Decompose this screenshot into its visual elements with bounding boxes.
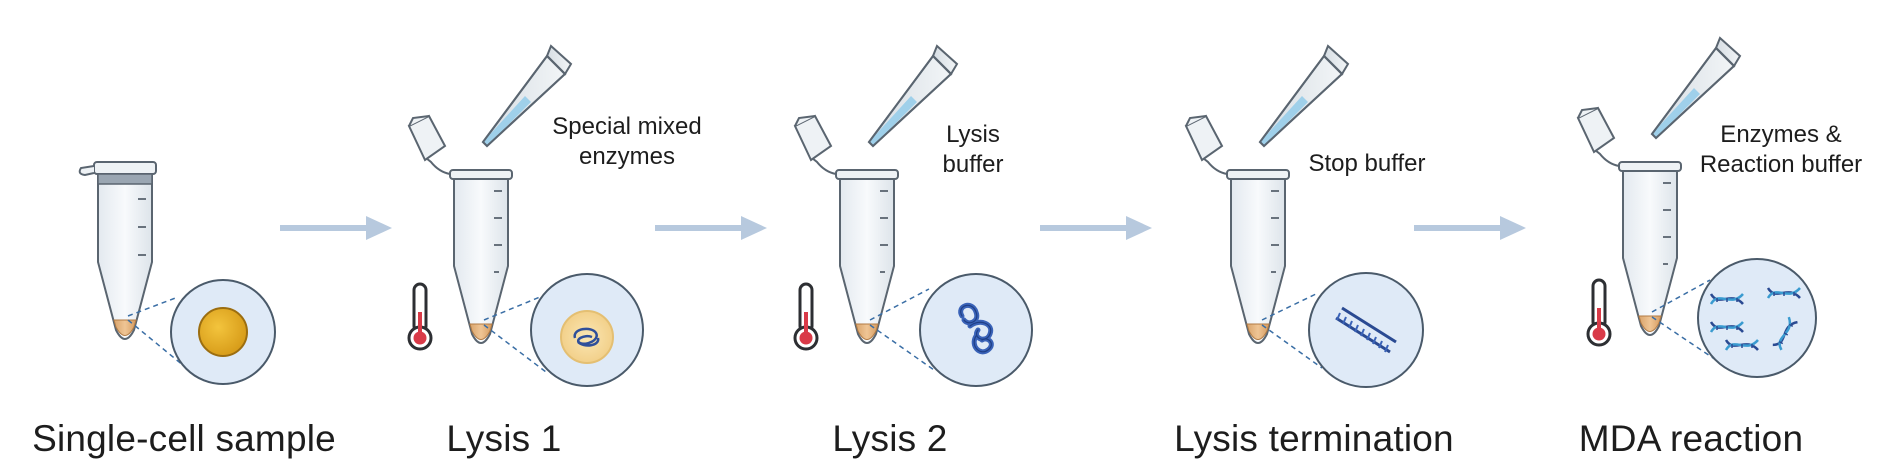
dna-icon [573, 327, 600, 347]
step-lysis-2 [793, 45, 1033, 387]
step-single-cell [78, 161, 276, 385]
dna-icon [1709, 287, 1801, 351]
reagent-line: Stop buffer [1308, 150, 1426, 177]
microtube-icon [1185, 115, 1290, 344]
arrow-icon [655, 216, 767, 240]
thermometer-icon [407, 282, 433, 351]
step-label: Lysis termination [1174, 418, 1454, 459]
reagent-label-mda: Enzymes & Reaction buffer [1700, 120, 1862, 180]
reagent-line: Enzymes & [1720, 121, 1842, 148]
reagent-label-lysis-termination: Stop buffer [1309, 149, 1426, 179]
step-lysis-1 [407, 45, 644, 387]
reagent-line: buffer [942, 151, 1004, 178]
step-label: Single-cell sample [32, 418, 336, 459]
thermometer-icon [793, 282, 819, 351]
reagent-line: enzymes [578, 143, 676, 170]
reagent-line: Reaction buffer [1699, 151, 1863, 178]
step-lysis-termination [1185, 45, 1424, 388]
arrow-icon [280, 216, 392, 240]
step-label: MDA reaction [1578, 418, 1804, 459]
arrow-icon [1040, 216, 1152, 240]
thermometer-icon [1586, 278, 1612, 347]
microtube-icon [78, 161, 157, 340]
cell-icon [198, 307, 248, 357]
reagent-label-lysis-1: Special mixed enzymes [552, 112, 701, 172]
step-label: Lysis 2 [832, 418, 948, 459]
step-label: Lysis 1 [446, 418, 562, 459]
step-mda-reaction [1577, 37, 1817, 378]
pipette-icon [1259, 45, 1349, 147]
reagent-label-lysis-2: Lysis buffer [943, 120, 1004, 180]
reagent-line: Special mixed [552, 113, 702, 140]
arrow-icon [1414, 216, 1526, 240]
reagent-line: Lysis [946, 121, 1000, 148]
dna-icon [1335, 306, 1397, 354]
